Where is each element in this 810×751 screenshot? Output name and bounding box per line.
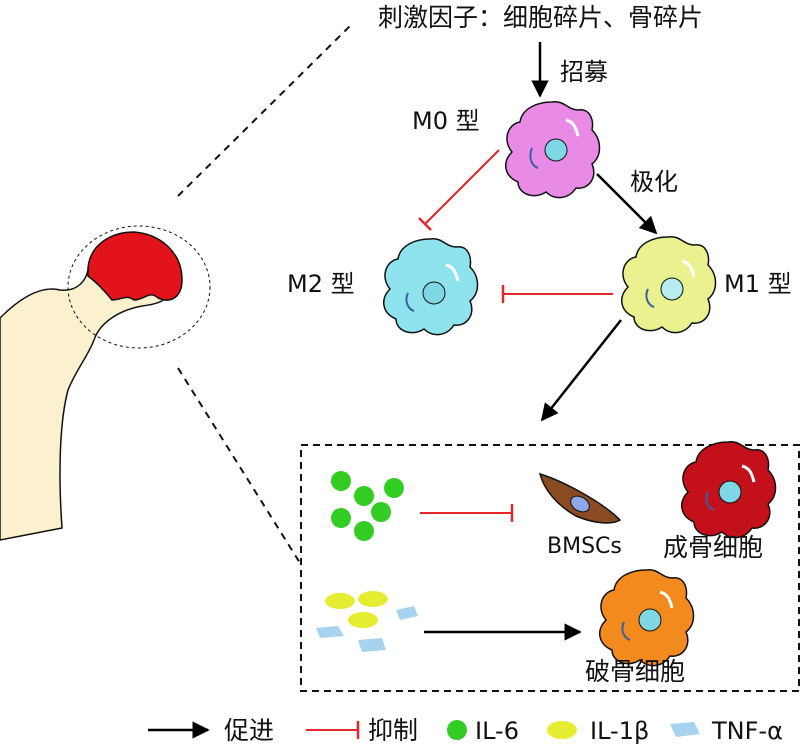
femur-illustration [0, 225, 211, 541]
il1b-ellipse [348, 612, 378, 628]
il6-dot [354, 521, 374, 541]
osteoclast-cell [599, 568, 695, 667]
il1b-ellipse [325, 593, 355, 609]
femoral-head [87, 231, 183, 301]
m0-label: M0 型 [412, 107, 480, 135]
il6-dot [331, 471, 351, 491]
zoom-line-top [177, 23, 353, 197]
legend-inhibit-label: 抑制 [368, 716, 418, 745]
il6-dot [331, 508, 351, 528]
legend-il1b-label: IL-1β [590, 717, 649, 745]
legend-tnfa-shape [670, 722, 700, 737]
stimulus-label: 刺激因子：细胞碎片、骨碎片 [378, 3, 703, 32]
m0-macrophage-cell [505, 100, 601, 199]
il1b-ellipse [358, 591, 388, 607]
tnfa-shape [358, 638, 386, 652]
zoom-line-bottom [177, 367, 301, 564]
osteoclast-label: 破骨细胞 [585, 657, 685, 686]
recruit-label: 招募 [560, 58, 608, 86]
m1-macrophage-cell [621, 235, 717, 334]
legend: 促进 抑制 IL-6 IL-1β TNF-α [148, 716, 783, 745]
il6-cluster [331, 471, 404, 541]
m2-label: M2 型 [287, 270, 355, 298]
legend-tnfa-label: TNF-α [711, 717, 783, 745]
bmsc-cell [538, 472, 622, 524]
cytokine-cluster [316, 591, 418, 652]
legend-il6-dot [447, 720, 467, 740]
m1-label: M1 型 [724, 270, 792, 298]
m0-to-m2-inhibit-line [424, 149, 500, 225]
bmscs-label: BMSCs [547, 534, 622, 559]
tnfa-shape [396, 606, 418, 620]
tnfa-shape [316, 626, 344, 638]
m1-to-effects-arrow [540, 319, 622, 422]
polarize-arrow [596, 173, 658, 235]
m0-to-m2-inhibit-bar [418, 217, 432, 231]
il6-dot [371, 502, 391, 522]
osteoblast-label: 成骨细胞 [663, 533, 763, 562]
femoral-head-highlight-circle [67, 225, 211, 349]
legend-il1b-ellipse [547, 721, 577, 739]
m2-macrophage-cell [383, 237, 479, 336]
il6-dot [354, 486, 374, 506]
osteoblast-cell [681, 440, 777, 539]
il6-dot [384, 478, 404, 498]
polarize-label: 极化 [630, 168, 678, 196]
legend-promote-label: 促进 [224, 716, 274, 745]
legend-il6-label: IL-6 [475, 717, 519, 745]
